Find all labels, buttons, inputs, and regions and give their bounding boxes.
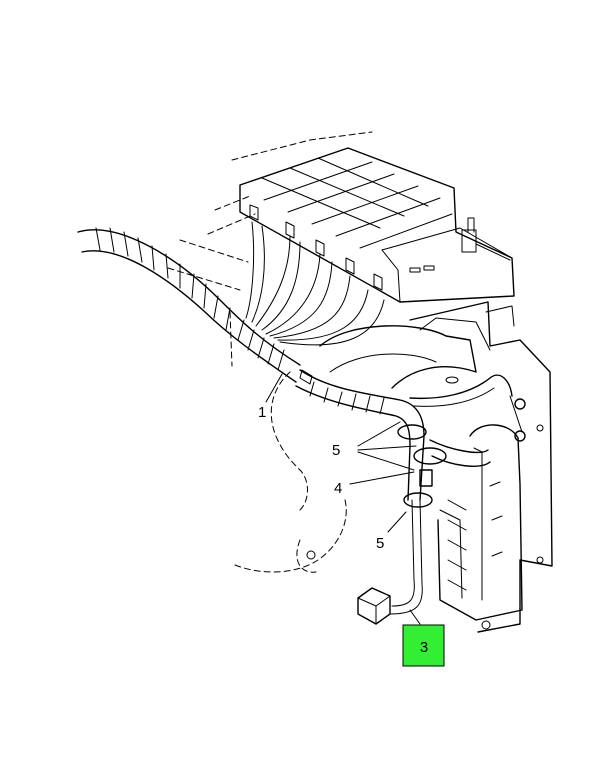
secondary-harness bbox=[295, 369, 491, 615]
highlight-box[interactable] bbox=[402, 624, 445, 667]
harness-clamps bbox=[299, 369, 447, 508]
ground-strap bbox=[409, 374, 526, 442]
callout-4: 4 bbox=[334, 480, 342, 497]
mounting-plate bbox=[409, 301, 553, 633]
callout-5-upper: 5 bbox=[332, 442, 340, 459]
highlight-callout-3[interactable]: 3 bbox=[402, 624, 445, 667]
callout-3[interactable]: 3 bbox=[420, 639, 428, 656]
fuse-relay-block bbox=[239, 147, 515, 303]
callout-5-lower: 5 bbox=[376, 535, 384, 552]
harness-wires bbox=[245, 221, 385, 346]
bracket-elbow bbox=[319, 317, 491, 389]
callout-1: 1 bbox=[258, 404, 266, 421]
connector-block bbox=[357, 587, 391, 625]
control-module bbox=[437, 424, 523, 621]
leader-lines bbox=[265, 373, 421, 625]
main-harness-conduit bbox=[77, 227, 301, 383]
